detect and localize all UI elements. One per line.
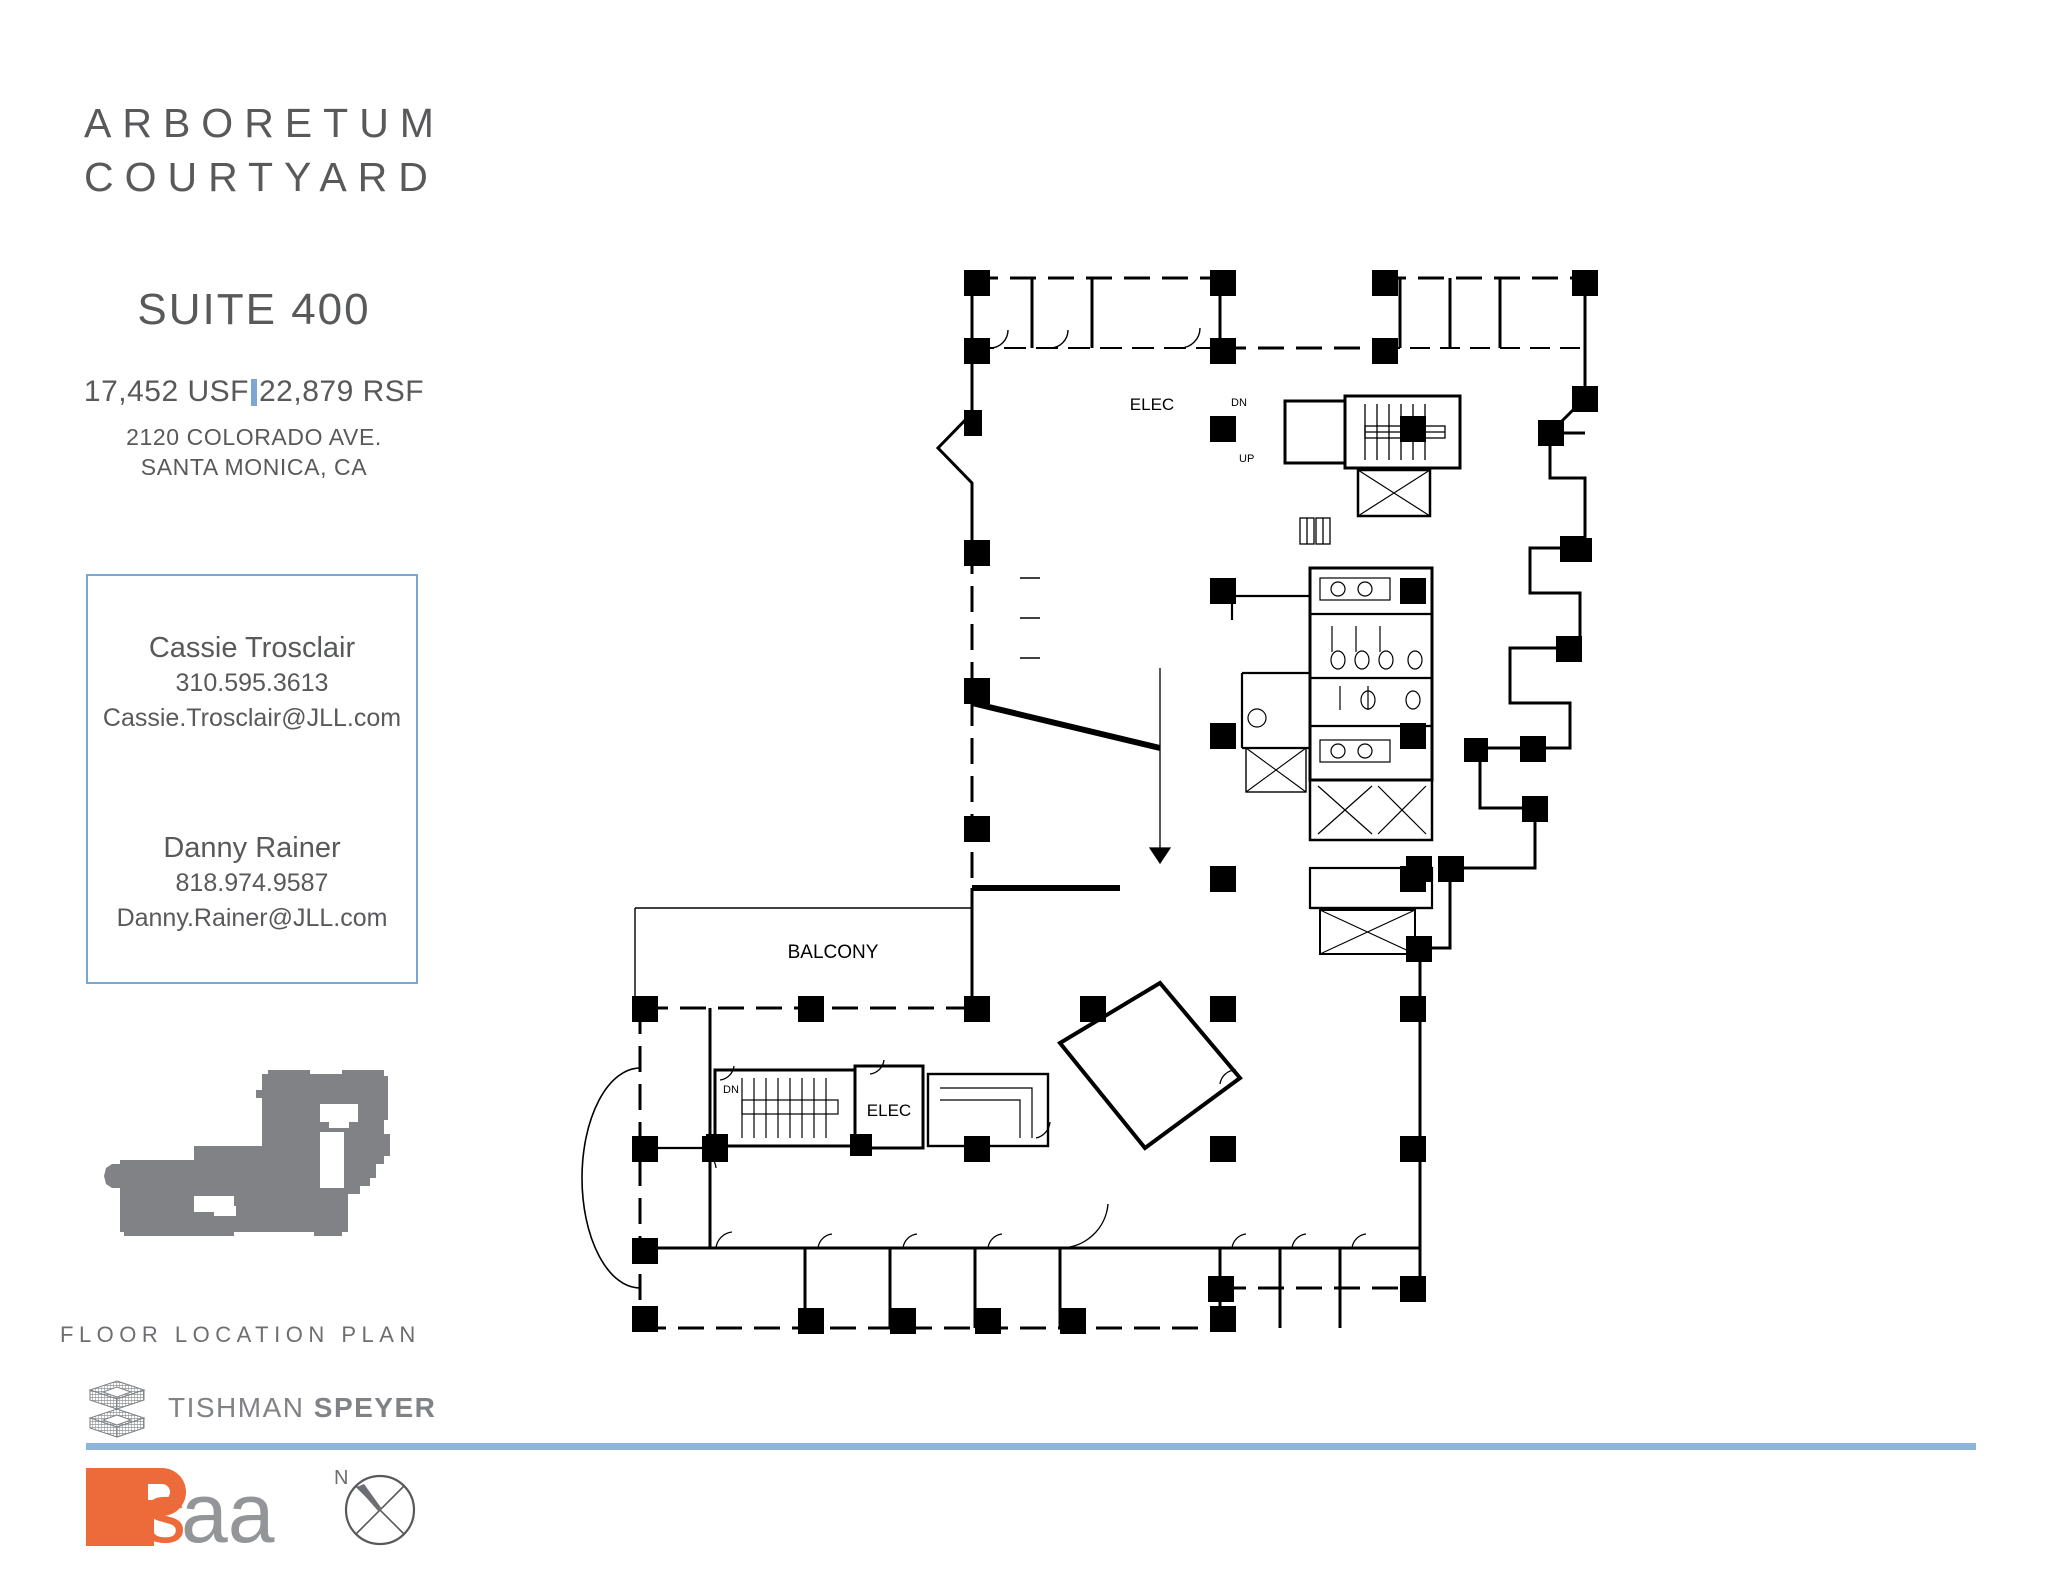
- contact-2-phone[interactable]: 818.974.9587: [175, 868, 329, 897]
- saa-logo-svg: s aa: [86, 1466, 275, 1560]
- floor-location-plan-caption: FLOOR LOCATION PLAN: [60, 1322, 421, 1347]
- info-column: ARBORETUM COURTYARD SUITE 400 17,452 USF…: [0, 0, 470, 1583]
- tishman-speyer-logo-icon: [86, 1378, 148, 1440]
- contact-2-name: Danny Rainer: [163, 832, 341, 864]
- compass-svg: N: [334, 1467, 416, 1546]
- floor-plan: ELEC DN UP BALCONY ELEC DN: [520, 248, 1990, 1358]
- label-stair-dn-south: DN: [723, 1084, 739, 1096]
- contact-1-email[interactable]: Cassie.Trosclair@JLL.com: [102, 704, 402, 733]
- suite-title: SUITE 400: [137, 285, 371, 334]
- building-title: ARBORETUM COURTYARD: [84, 96, 464, 204]
- contact-box: Cassie Trosclair 310.595.3613 Cassie.Tro…: [86, 574, 418, 984]
- label-stair-dn-north: DN: [1231, 397, 1247, 409]
- tishman-speyer-wordmark: TISHMAN SPEYER: [168, 1392, 436, 1424]
- tishman-word: TISHMAN: [168, 1392, 305, 1423]
- label-elec-north: ELEC: [1130, 395, 1174, 414]
- compass-north-label: N: [334, 1467, 348, 1489]
- plan-labels: ELEC DN UP BALCONY ELEC DN: [723, 395, 1254, 1120]
- columns: [632, 270, 1598, 1334]
- svg-text:s: s: [144, 1466, 186, 1554]
- address-line-2: SANTA MONICA, CA: [140, 454, 368, 481]
- footer-divider: [86, 1443, 1976, 1450]
- label-balcony: BALCONY: [788, 942, 879, 963]
- contact-card-1: Cassie Trosclair 310.595.3613 Cassie.Tro…: [88, 631, 416, 737]
- tishman-mark-svg: [88, 1380, 146, 1438]
- building-title-line1: ARBORETUM: [84, 100, 445, 146]
- label-elec-south: ELEC: [867, 1101, 911, 1120]
- key-plan-silhouette: [104, 1070, 390, 1236]
- contact-2-email[interactable]: Danny.Rainer@JLL.com: [116, 904, 388, 933]
- contact-1-phone[interactable]: 310.595.3613: [175, 668, 329, 697]
- contact-card-2: Danny Rainer 818.974.9587 Danny.Rainer@J…: [88, 831, 416, 937]
- label-stair-up-north: UP: [1239, 453, 1254, 465]
- address-block: 2120 COLORADO AVE. SANTA MONICA, CA: [74, 422, 434, 483]
- key-plan-svg: [104, 1070, 390, 1236]
- contact-1-name: Cassie Trosclair: [148, 632, 356, 664]
- saa-logo-icon: s aa: [86, 1462, 276, 1560]
- speyer-word: SPEYER: [313, 1392, 437, 1423]
- rentable-square-feet: 22,879 RSF: [259, 375, 425, 408]
- floor-plan-svg: ELEC DN UP BALCONY ELEC DN: [581, 270, 1598, 1334]
- building-title-line2: COURTYARD: [84, 154, 439, 201]
- area-separator-bar: [251, 379, 257, 406]
- north-compass-icon: N: [330, 1462, 422, 1554]
- floor-location-plan-graphic: [84, 1060, 414, 1290]
- usable-square-feet: 17,452 USF: [83, 375, 249, 408]
- saa-text: aa: [181, 1466, 275, 1554]
- address-line-1: 2120 COLORADO AVE.: [126, 424, 382, 450]
- area-summary: 17,452 USF 22,879 RSF: [74, 375, 434, 409]
